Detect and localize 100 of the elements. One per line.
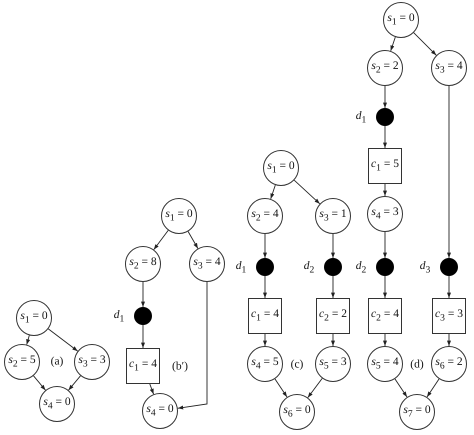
state-circle: [431, 346, 467, 382]
arrow: [68, 375, 81, 391]
arrow: [394, 378, 408, 398]
node-label: s$_{5}$ = 3: [319, 357, 347, 371]
node-label: s$_{1}$ = 0: [267, 161, 295, 175]
subfigure-label: (c): [290, 359, 304, 371]
state-circle: [125, 246, 161, 282]
node-caption: d$_{1}$: [356, 111, 366, 125]
decision-dot: [440, 258, 458, 276]
subfigure-label: (a): [50, 356, 64, 368]
arrow: [330, 276, 336, 298]
arrow: [390, 36, 396, 52]
arrow: [262, 276, 268, 298]
arrow: [382, 232, 388, 258]
arrow: [140, 282, 146, 308]
arrow: [446, 276, 452, 298]
node-label: s$_{3}$ = 4: [193, 257, 221, 271]
node-label: c$_{2}$ = 4: [371, 309, 399, 323]
state-circle: [39, 386, 75, 422]
node-label: s$_{3}$ = 4: [435, 61, 463, 75]
cost-box: [368, 148, 402, 184]
state-circle: [263, 150, 299, 186]
state-circle: [189, 246, 225, 282]
arrow: [188, 231, 198, 249]
arrow: [294, 180, 320, 204]
decision-dot: [324, 258, 342, 276]
node-label: c$_{3}$ = 3: [435, 309, 463, 323]
cost-box: [432, 298, 466, 334]
node-label: s$_{4}$ = 0: [43, 397, 71, 411]
arrow: [140, 324, 146, 348]
arrow: [382, 126, 388, 148]
node-label: c$_{1}$ = 4: [129, 359, 157, 373]
node-label: s$_{3}$ = 3: [78, 355, 106, 369]
node-label: s$_{5}$ = 4: [371, 357, 399, 371]
arrow: [413, 32, 437, 56]
node-label: s$_{2}$ = 5: [8, 355, 36, 369]
arrow: [48, 328, 78, 352]
arrow: [382, 86, 388, 108]
node-label: s$_{7}$ = 0: [403, 405, 431, 419]
node-caption: d$_{1}$: [236, 261, 246, 275]
decision-dot: [134, 307, 152, 325]
arrow: [426, 378, 440, 398]
state-circle: [279, 394, 315, 430]
node-label: s$_{1}$ = 0: [20, 311, 48, 325]
state-circle: [431, 50, 467, 86]
node-label: s$_{2}$ = 8: [129, 257, 157, 271]
state-circle: [247, 346, 283, 382]
state-circle: [247, 198, 283, 234]
node-caption: d$_{2}$: [304, 261, 314, 275]
state-circle: [383, 2, 419, 38]
arrow: [382, 334, 388, 346]
node-label: s$_{2}$ = 2: [371, 61, 399, 75]
arrow: [330, 334, 336, 346]
node-label: s$_{1}$ = 0: [165, 209, 193, 223]
arrow: [33, 375, 46, 391]
arrow: [446, 86, 452, 258]
node-caption: d$_{2}$: [356, 261, 366, 275]
node-label: s$_{4}$ = 0: [146, 404, 174, 418]
node-label: c$_{1}$ = 4: [251, 309, 279, 323]
node-label: s$_{6}$ = 2: [435, 357, 463, 371]
arrow: [307, 378, 323, 398]
state-circle: [16, 300, 52, 336]
node-caption: d$_{3}$: [420, 261, 430, 275]
node-label: s$_{2}$ = 4: [251, 209, 279, 223]
node-label: s$_{1}$ = 0: [387, 13, 415, 27]
arrow: [270, 184, 276, 200]
decision-dot: [376, 258, 394, 276]
arrow: [446, 334, 452, 346]
state-circle: [142, 393, 178, 429]
arrow: [382, 184, 388, 196]
decision-dot: [376, 108, 394, 126]
cost-box: [248, 298, 282, 334]
node-caption: d$_{1}$: [114, 310, 124, 324]
node-label: s$_{6}$ = 0: [283, 405, 311, 419]
state-circle: [399, 394, 435, 430]
cost-box: [126, 348, 160, 384]
cost-box: [368, 298, 402, 334]
node-label: s$_{3}$ = 1: [319, 209, 347, 223]
state-circle: [367, 196, 403, 232]
node-label: c$_{2}$ = 2: [319, 309, 347, 323]
state-circle: [367, 346, 403, 382]
arrow: [177, 282, 208, 410]
cost-box: [316, 298, 350, 334]
arrow: [262, 234, 268, 258]
subfigure-label: (b′): [172, 361, 188, 373]
state-circle: [315, 346, 351, 382]
arrow: [149, 384, 154, 395]
arrow: [330, 234, 336, 258]
state-circle: [161, 198, 197, 234]
arrow: [153, 230, 169, 250]
subfigure-label: (d): [410, 359, 424, 371]
state-circle: [315, 198, 351, 234]
node-label: s$_{4}$ = 3: [371, 207, 399, 221]
arrow: [274, 378, 288, 398]
node-label: s$_{4}$ = 5: [251, 357, 279, 371]
node-label: c$_{1}$ = 5: [371, 159, 399, 173]
state-circle: [4, 344, 40, 380]
state-circle: [74, 344, 110, 380]
arrow: [26, 334, 30, 346]
arrow: [262, 334, 268, 346]
